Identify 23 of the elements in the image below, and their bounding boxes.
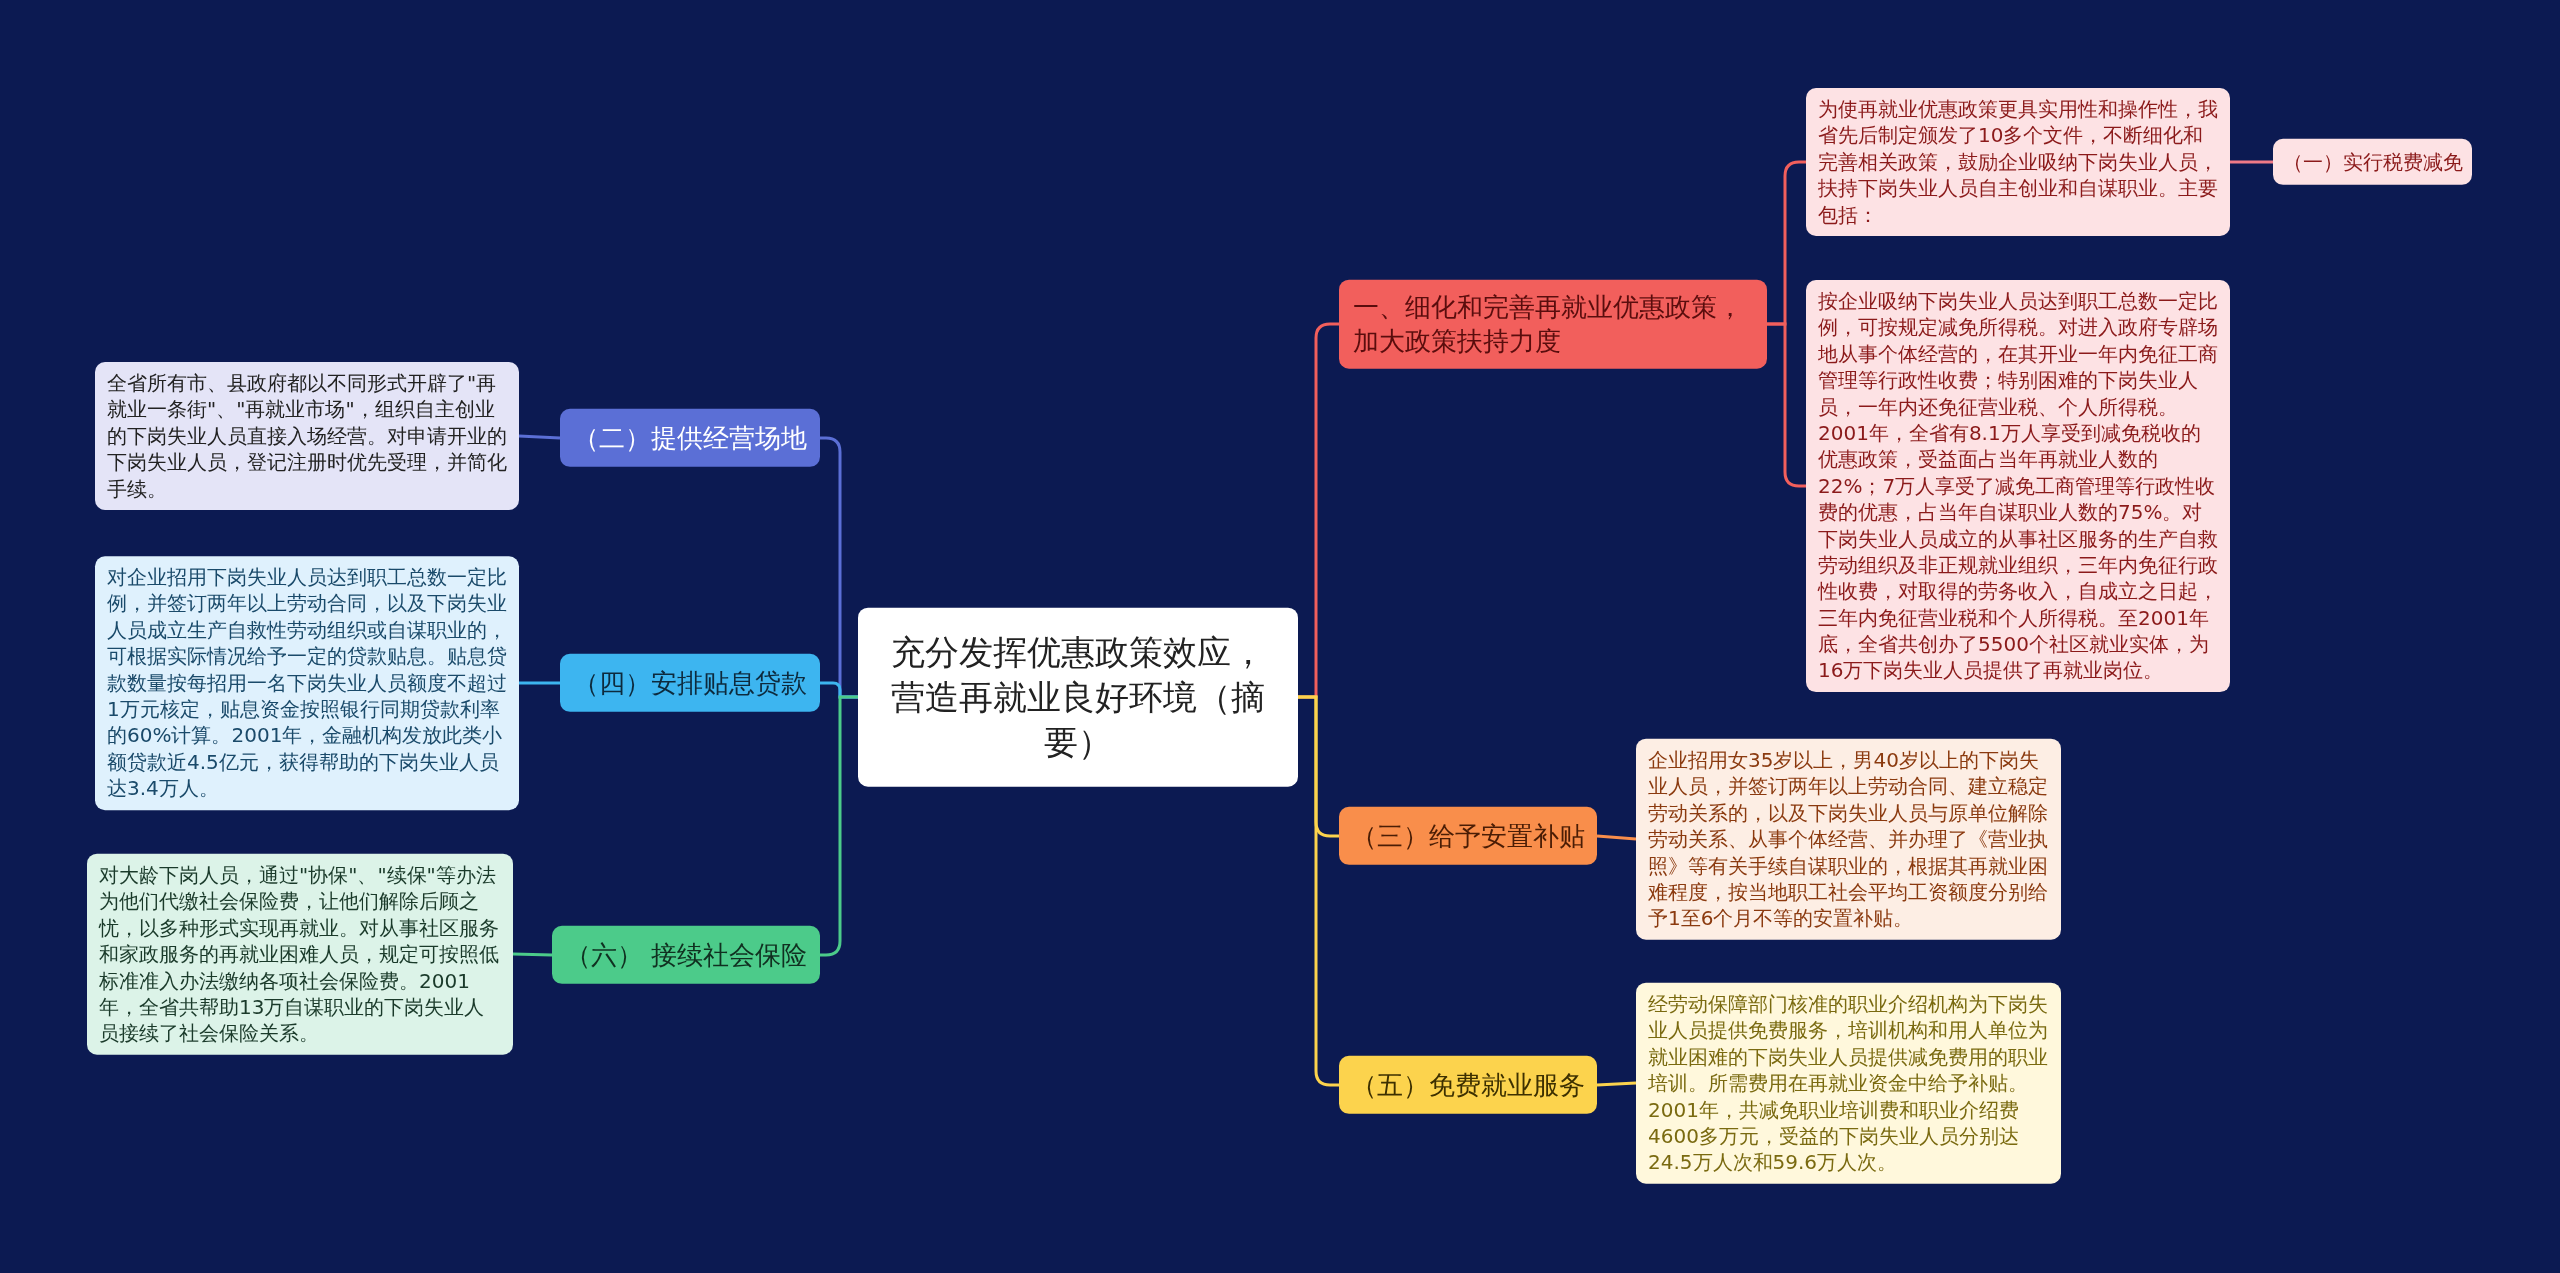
connector-line [1298, 695, 1339, 1087]
branch-topic-box: （四）安排贴息贷款 [560, 653, 820, 713]
connector-line [2230, 160, 2273, 164]
branch-topic-box: （五）免费就业服务 [1339, 1055, 1597, 1115]
connector-line [518, 434, 561, 440]
branch-topic-box: （三）给予安置补贴 [1339, 806, 1597, 866]
detail-text-box: 为使再就业优惠政策更具实用性和操作性，我省先后制定颁发了10多个文件，不断细化和完善相关政策，鼓励企业吸纳下岗失业人员，扶持下岗失业人员自主创业和自谋职业。主要包括： [1806, 88, 2230, 236]
connector-line [1596, 834, 1637, 841]
root-topic-box: 充分发挥优惠政策效应，营造再就业良好环境（摘要） [858, 607, 1298, 787]
connector-line [512, 952, 553, 957]
detail-text-box: 按企业吸纳下岗失业人员达到职工总数一定比例，可按规定减免所得税。对进入政府专辟场地从事个体经营的，在其开业一年内免征工商管理等行政性收费；特别困难的下岗失业人员，一年内还免征营业税、个人所得税。2001年，全省有8.1万人享受到减免税收的优惠政策，受益面占当年再就业人数的22%；7万人享受了减免工商管理等行政性收费的优惠，占当年自谋职业人数的75%。对下岗失业人员成立的从事社区服务的生产自救劳动组织及非正规就业组织，三年内免征行政性收费，对取得的劳务收入，自成立之日起，三年内免征营业税和个人所得税。至2001年底，全省共创办了5500个社区就业实体，为16万下岗失业人员提供了再就业岗位。 [1806, 280, 2230, 692]
detail-text-box: 对大龄下岗人员，通过"协保"、"续保"等办法为他们代缴社会保险费，让他们解除后顾之忧，以多种形式实现再就业。对从事社区服务和家政服务的再就业困难人员，规定可按照低标准准入办法缴纳各项社会保险费。2001年，全省共帮助13万自谋职业的下岗失业人员接续了社会保险关系。 [87, 853, 513, 1055]
branch-topic-box: （二）提供经营场地 [560, 408, 820, 468]
connector-line [1767, 322, 1806, 488]
branch-topic-box: （六） 接续社会保险 [552, 925, 820, 985]
detail-text-box: 企业招用女35岁以上，男40岁以上的下岗失业人员，并签订两年以上劳动合同、建立稳定劳动关系的，以及下岗失业人员与原单位解除劳动关系、从事个体经营、并办理了《营业执照》等有关手续自谋职业的，根据其再就业困难程度，按当地职工社会平均工资额度分别给予1至6个月不等的安置补贴。 [1636, 738, 2061, 940]
subtopic-box: （一）实行税费减免 [2273, 138, 2472, 186]
connector-line [1596, 1081, 1637, 1087]
detail-text-box: 全省所有市、县政府都以不同形式开辟了"再就业一条街"、"再就业市场"，组织自主创业的下岗失业人员直接入场经营。对申请开业的下岗失业人员，登记注册时优先受理，并简化手续。 [95, 362, 519, 510]
connector-line [519, 681, 560, 685]
detail-text-box: 经劳动保障部门核准的职业介绍机构为下岗失业人员提供免费服务，培训机构和用人单位为就业困难的下岗失业人员提供减免费用的职业培训。所需费用在再就业资金中给予补贴。2001年，共减免职业培训费和职业介绍费4600多万元，受益的下岗失业人员分别达24.5万人次和59.6万人次。 [1636, 982, 2061, 1184]
branch-topic-box: 一、细化和完善再就业优惠政策，加大政策扶持力度 [1339, 279, 1767, 369]
detail-text-box: 对企业招用下岗失业人员达到职工总数一定比例，并签订两年以上劳动合同，以及下岗失业人员成立生产自救性劳动组织或自谋职业的，可根据实际情况给予一定的贷款贴息。贴息贷款数量按每招用一名下岗失业人员额度不超过1万元核定，贴息资金按照银行同期贷款利率的60%计算。2001年，金融机构发放此类小额贷款近4.5亿元，获得帮助的下岗失业人员达3.4万人。 [95, 556, 519, 810]
